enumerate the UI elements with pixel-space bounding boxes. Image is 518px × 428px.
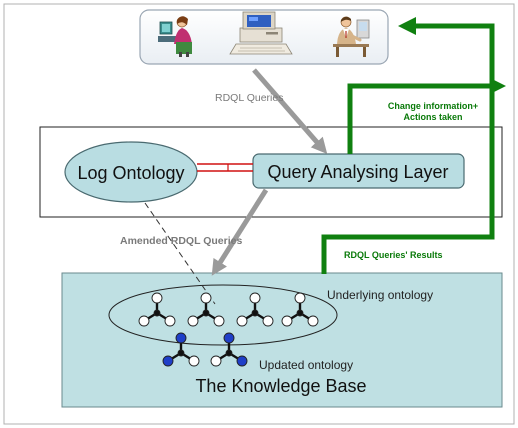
ontology-node	[251, 309, 259, 317]
ontology-node	[281, 315, 293, 327]
underlying-ontology-label: Underlying ontology	[327, 288, 433, 302]
ontology-node	[175, 332, 187, 344]
ontology-node	[202, 309, 210, 317]
woman-at-computer-icon	[158, 16, 192, 57]
amended-queries-arrow	[211, 188, 269, 276]
log-to-kb-dashed-line	[144, 202, 216, 305]
ontology-node	[225, 349, 233, 357]
underlying-ontology-ellipse	[108, 284, 338, 346]
ontology-node	[307, 315, 319, 327]
ontology-node	[164, 315, 176, 327]
man-at-desk-icon	[333, 16, 370, 57]
amended-queries-label: Amended RDQL Queries	[120, 235, 242, 247]
results-label: RDQL Queries' Results	[344, 250, 443, 260]
ontology-tree	[187, 292, 225, 327]
updated-ontology-tree	[162, 332, 200, 367]
change-info-label-line1: Change information+	[388, 101, 478, 111]
rdql-queries-label: RDQL Queries	[215, 92, 283, 104]
ontology-node	[236, 355, 248, 367]
log-link	[197, 163, 253, 172]
ontology-graphs	[138, 292, 319, 367]
updated-ontology-label: Updated ontology	[259, 358, 353, 372]
users-panel	[139, 9, 389, 65]
change-info-arrow	[347, 78, 506, 154]
knowledge-base-label: The Knowledge Base	[195, 376, 366, 396]
ontology-node	[296, 309, 304, 317]
ontology-node	[177, 349, 185, 357]
ontology-tree	[281, 292, 319, 327]
log-ontology-label: Log Ontology	[77, 163, 184, 183]
ontology-node	[249, 292, 261, 304]
ontology-node	[200, 292, 212, 304]
ontology-node	[187, 315, 199, 327]
ontology-tree	[138, 292, 176, 327]
query-analysing-layer-label: Query Analysing Layer	[267, 162, 448, 182]
desktop-computer-icon	[229, 11, 293, 55]
change-info-label-line2: Actions taken	[403, 112, 462, 122]
ontology-tree	[236, 292, 274, 327]
ontology-node	[210, 355, 222, 367]
log-ontology-ellipse	[64, 141, 198, 203]
ontology-node	[294, 292, 306, 304]
ontology-node	[188, 355, 200, 367]
ontology-node	[153, 309, 161, 317]
results-arrow	[321, 17, 495, 274]
ontology-node	[236, 315, 248, 327]
rdql-queries-arrow	[252, 68, 328, 155]
ontology-node	[162, 355, 174, 367]
updated-ontology-tree	[210, 332, 248, 367]
ontology-node	[262, 315, 274, 327]
ontology-node	[138, 315, 150, 327]
ontology-node	[213, 315, 225, 327]
ontology-node	[223, 332, 235, 344]
ontology-node	[151, 292, 163, 304]
